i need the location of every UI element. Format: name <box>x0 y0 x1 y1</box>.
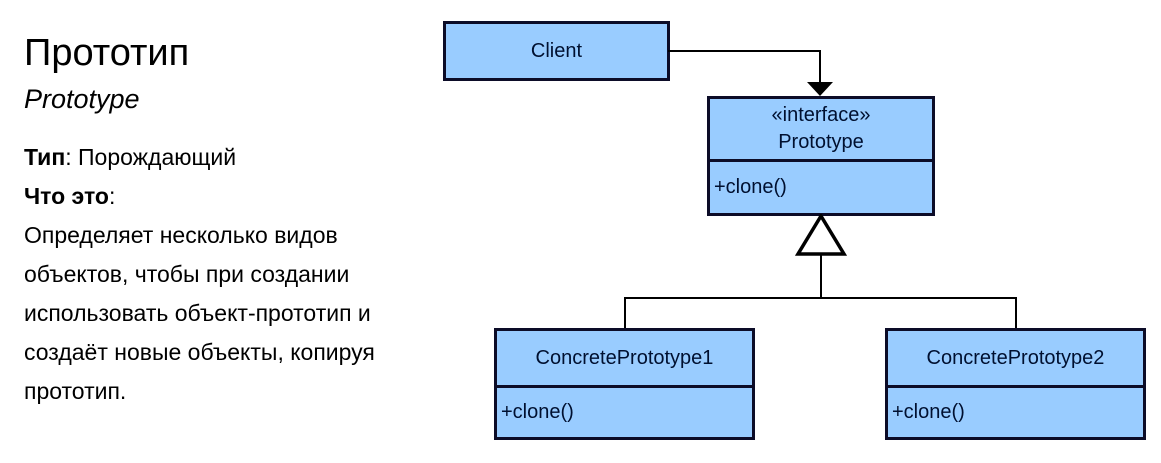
pattern-info-panel: Прототип Prototype Тип: Порождающий Что … <box>24 30 444 411</box>
uml-class-client-name: Client <box>530 39 583 62</box>
uml-class-prototype: «interface» Prototype +clone() <box>707 96 935 216</box>
uml-class-prototype-stereotype: «interface» <box>771 104 871 126</box>
uml-class-concrete-prototype-2: ConcretePrototype2 +clone() <box>885 328 1146 440</box>
pattern-what-label: Что это <box>24 183 109 209</box>
pattern-type-line: Тип: Порождающий <box>24 138 444 177</box>
uml-class-concrete-prototype-2-method: +clone() <box>892 401 965 423</box>
uml-class-concrete-prototype-1: ConcretePrototype1 +clone() <box>494 328 755 440</box>
generalization-horizontal-edge <box>624 297 1017 299</box>
generalization-stem-edge <box>820 254 822 299</box>
uml-class-concrete-prototype-1-name: ConcretePrototype1 <box>497 331 752 388</box>
uml-class-prototype-name: Prototype <box>778 131 864 153</box>
generalization-triangle-icon <box>795 214 847 256</box>
association-arrowhead-icon <box>807 82 833 96</box>
pattern-description: Определяет несколько видов объектов, что… <box>24 222 375 404</box>
association-edge-vertical <box>819 50 821 83</box>
uml-class-client: Client <box>443 21 670 81</box>
pattern-what-colon: : <box>108 183 116 209</box>
uml-class-concrete-prototype-2-name: ConcretePrototype2 <box>888 331 1143 388</box>
generalization-drop-edge-right <box>1015 297 1017 329</box>
generalization-drop-edge-left <box>624 297 626 329</box>
pattern-title-ru: Прототип <box>24 32 190 74</box>
uml-class-concrete-prototype-1-method: +clone() <box>501 401 574 423</box>
uml-class-prototype-method: +clone() <box>714 176 787 198</box>
uml-class-prototype-header: «interface» Prototype <box>710 99 932 162</box>
association-edge-horizontal <box>668 50 821 52</box>
pattern-title-en: Prototype <box>24 84 140 114</box>
pattern-type-value: : Порождающий <box>65 144 237 170</box>
pattern-what-line: Что это: <box>24 177 444 216</box>
pattern-meta: Тип: Порождающий Что это: Определяет нес… <box>24 138 444 411</box>
pattern-type-label: Тип <box>24 144 66 170</box>
